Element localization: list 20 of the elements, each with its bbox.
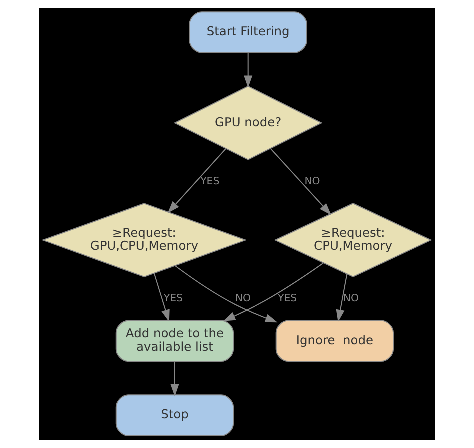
edge-label: NO: [343, 293, 360, 304]
arrow: [154, 273, 170, 322]
arrow: [170, 362, 180, 397]
arrow: [175, 266, 278, 323]
arrow: [336, 274, 348, 322]
node-box: Add node to the available list: [116, 320, 234, 362]
node-diamond: GPU node?: [174, 86, 323, 160]
edge-label: YES: [278, 293, 298, 304]
node-diamond: ≥Request: GPU,CPU,Memory: [42, 203, 248, 278]
node-box: Ignore node: [276, 320, 394, 362]
edge-label: NO: [304, 176, 320, 188]
arrow: [168, 148, 226, 214]
arrow: [270, 148, 332, 216]
node-box: Stop: [116, 394, 234, 436]
arrow: [223, 262, 324, 322]
edge-label: NO: [235, 293, 252, 304]
arrow: [244, 53, 253, 88]
edge-label: YES: [200, 176, 220, 188]
node-box: Start Filtering: [189, 12, 308, 54]
edge-label: YES: [164, 293, 184, 304]
